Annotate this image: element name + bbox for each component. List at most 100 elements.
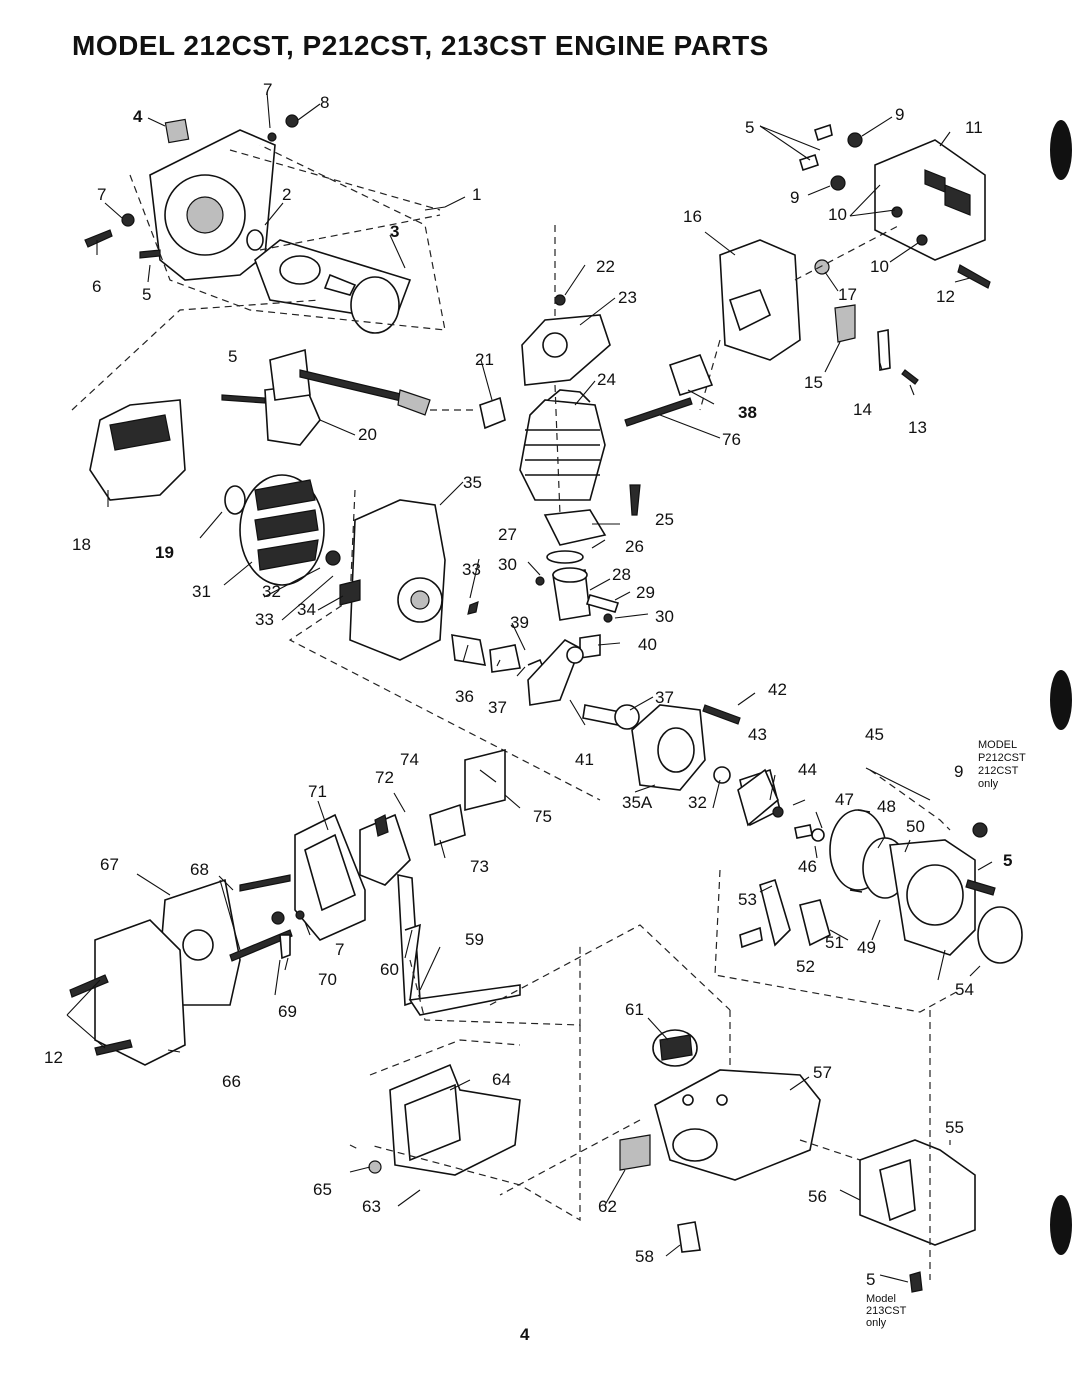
- label-part-30: 30: [655, 607, 674, 626]
- label-part-60: 60: [380, 960, 399, 979]
- muffler-group: [699, 123, 991, 411]
- label-part-1: 1: [472, 185, 481, 204]
- label-part-64: 64: [492, 1070, 511, 1089]
- label-part-44: 44: [798, 760, 817, 779]
- label-part-41: 41: [575, 750, 594, 769]
- label-part-9: 9: [954, 762, 963, 781]
- label-part-48: 48: [877, 797, 896, 816]
- label-part-13: 13: [908, 418, 927, 437]
- label-part-10: 10: [828, 205, 847, 224]
- label-part-7: 7: [97, 185, 106, 204]
- label-part-19: 19: [155, 543, 174, 562]
- label-part-29: 29: [636, 583, 655, 602]
- label-part-40: 40: [638, 635, 657, 654]
- cylinder-group: [430, 225, 714, 659]
- label-part-72: 72: [375, 768, 394, 787]
- label-part-2: 2: [282, 185, 291, 204]
- label-part-5: 5: [142, 285, 151, 304]
- label-part-66: 66: [222, 1072, 241, 1091]
- page-title: MODEL 212CST, P212CST, 213CST ENGINE PAR…: [72, 30, 769, 61]
- label-part-50: 50: [906, 817, 925, 836]
- page-number: 4: [520, 1325, 530, 1344]
- label-part-12: 12: [44, 1048, 63, 1067]
- label-part-23: 23: [618, 288, 637, 307]
- label-part-7: 7: [263, 80, 272, 99]
- model-note-213cst: Model 213CST only: [866, 1293, 907, 1329]
- label-part-75: 75: [533, 807, 552, 826]
- label-part-30: 30: [498, 555, 517, 574]
- label-part-6: 6: [92, 277, 101, 296]
- leader-lines: [66, 91, 993, 1283]
- label-part-4: 4: [133, 107, 143, 126]
- label-part-26: 26: [625, 537, 644, 556]
- binder-hole-middle: [1050, 670, 1072, 730]
- label-part-52: 52: [796, 957, 815, 976]
- label-part-38: 38: [738, 403, 757, 422]
- label-part-3: 3: [390, 222, 399, 241]
- carburetor-airfilter-group: [69, 748, 731, 1066]
- ignition-flywheel-group: [71, 299, 601, 801]
- label-part-42: 42: [768, 680, 787, 699]
- label-part-5: 5: [1003, 851, 1012, 870]
- label-part-10: 10: [870, 257, 889, 276]
- note-text: MODEL: [978, 739, 1017, 751]
- label-part-16: 16: [683, 207, 702, 226]
- binder-hole-bottom: [1050, 1195, 1072, 1255]
- label-part-18: 18: [72, 535, 91, 554]
- label-part-36: 36: [455, 687, 474, 706]
- label-part-63: 63: [362, 1197, 381, 1216]
- note-text: only: [978, 778, 999, 790]
- note-text: 213CST: [866, 1305, 907, 1317]
- label-part-22: 22: [596, 257, 615, 276]
- label-part-27: 27: [498, 525, 517, 544]
- model-note-p212cst: MODEL P212CST 212CST only: [978, 739, 1026, 790]
- label-part-43: 43: [748, 725, 767, 744]
- label-part-34: 34: [297, 600, 316, 619]
- label-part-32: 32: [688, 793, 707, 812]
- binder-hole-top: [1050, 120, 1072, 180]
- label-part-5: 5: [745, 118, 754, 137]
- label-part-14: 14: [853, 400, 872, 419]
- label-part-33: 33: [462, 560, 481, 579]
- label-part-17: 17: [838, 285, 857, 304]
- label-part-58: 58: [635, 1247, 654, 1266]
- label-part-55: 55: [945, 1118, 964, 1137]
- label-part-9: 9: [895, 105, 904, 124]
- label-part-35: 35: [463, 473, 482, 492]
- note-text: P212CST: [978, 752, 1026, 764]
- label-part-33: 33: [255, 610, 274, 629]
- starter-group: [714, 768, 1023, 1013]
- label-part-68: 68: [190, 860, 209, 879]
- label-part-49: 49: [857, 938, 876, 957]
- label-part-62: 62: [598, 1197, 617, 1216]
- label-part-57: 57: [813, 1063, 832, 1082]
- label-part-21: 21: [475, 350, 494, 369]
- label-part-25: 25: [655, 510, 674, 529]
- label-part-11: 11: [965, 118, 983, 137]
- label-part-47: 47: [835, 790, 854, 809]
- label-part-59: 59: [465, 930, 484, 949]
- label-part-45: 45: [865, 725, 884, 744]
- label-part-8: 8: [320, 93, 329, 112]
- note-text: Model: [866, 1293, 896, 1305]
- label-part-15: 15: [804, 373, 823, 392]
- label-part-73: 73: [470, 857, 489, 876]
- label-part-53: 53: [738, 890, 757, 909]
- label-part-35a: 35A: [622, 793, 653, 812]
- label-part-71: 71: [308, 782, 327, 801]
- fuel-tank-group: [349, 1010, 976, 1293]
- part-number-labels: 4 7 8 1 2 3 7 6 5 5 9 11 9 10 10 16 17 1…: [44, 80, 1012, 1289]
- label-part-20: 20: [358, 425, 377, 444]
- fan-housing-group: [84, 114, 446, 334]
- label-part-28: 28: [612, 565, 631, 584]
- label-part-74: 74: [400, 750, 419, 769]
- label-part-5: 5: [228, 347, 237, 366]
- label-part-7: 7: [335, 940, 344, 959]
- label-part-5: 5: [866, 1270, 875, 1289]
- label-part-37: 37: [655, 688, 674, 707]
- label-part-67: 67: [100, 855, 119, 874]
- crankcase-group: [339, 499, 784, 827]
- label-part-24: 24: [597, 370, 616, 389]
- label-part-39: 39: [510, 613, 529, 632]
